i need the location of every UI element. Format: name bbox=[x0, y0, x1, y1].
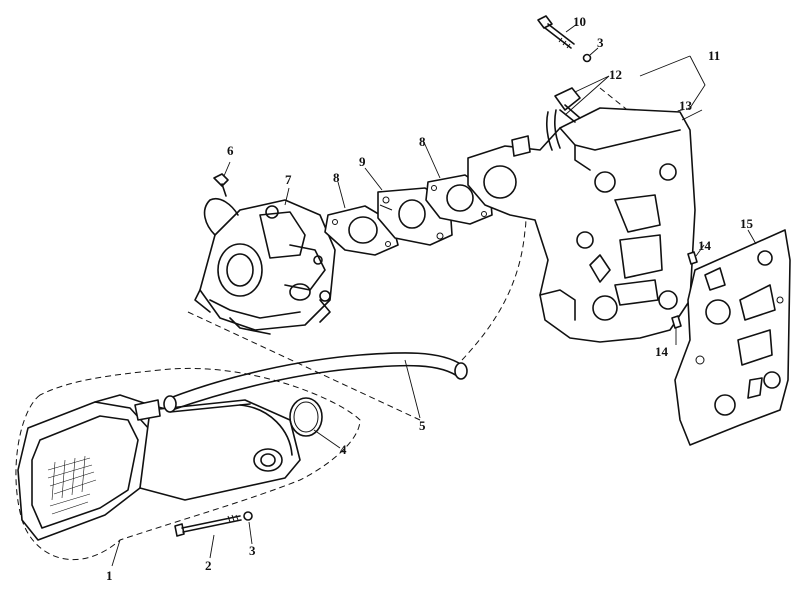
leader-lines bbox=[111, 23, 757, 567]
carb-group-outline bbox=[187, 311, 421, 421]
callout-14-upper: 14 bbox=[698, 238, 712, 253]
washer-bottom bbox=[243, 511, 253, 521]
callout-3-top: 3 bbox=[597, 35, 604, 50]
callout-14-lower: 14 bbox=[655, 344, 669, 359]
callout-12: 12 bbox=[609, 67, 622, 82]
callout-7: 7 bbox=[285, 172, 292, 187]
breather-hose bbox=[169, 352, 463, 399]
dowel-pin-lower bbox=[671, 315, 682, 329]
long-bolt bbox=[174, 514, 242, 537]
callout-8-right: 8 bbox=[419, 134, 426, 149]
intake-manifold bbox=[467, 107, 696, 343]
elbow-fitting bbox=[545, 87, 581, 151]
top-bolt bbox=[537, 15, 575, 49]
callout-3-bottom: 3 bbox=[249, 543, 256, 558]
dowel-pin-upper bbox=[687, 251, 698, 265]
callout-1: 1 bbox=[106, 568, 113, 583]
callout-6: 6 bbox=[227, 143, 234, 158]
carb-screw bbox=[213, 173, 229, 197]
callout-5: 5 bbox=[419, 418, 426, 433]
callout-13: 13 bbox=[679, 98, 693, 113]
callout-11: 11 bbox=[708, 48, 720, 63]
carburetor bbox=[194, 197, 336, 335]
o-ring bbox=[289, 397, 323, 437]
manifold-gasket bbox=[674, 229, 791, 446]
callout-10: 10 bbox=[573, 14, 586, 29]
callout-4: 4 bbox=[340, 442, 347, 457]
washer-top bbox=[582, 53, 592, 63]
callout-8-left: 8 bbox=[333, 170, 340, 185]
hose-to-manifold-dash bbox=[461, 199, 527, 361]
callout-2: 2 bbox=[205, 558, 212, 573]
air-filter-housing bbox=[17, 394, 301, 541]
callout-9: 9 bbox=[359, 154, 366, 169]
callouts: 1 2 3 4 5 6 7 8 9 8 10 3 11 12 13 14 14 … bbox=[106, 14, 754, 583]
callout-15: 15 bbox=[740, 216, 754, 231]
